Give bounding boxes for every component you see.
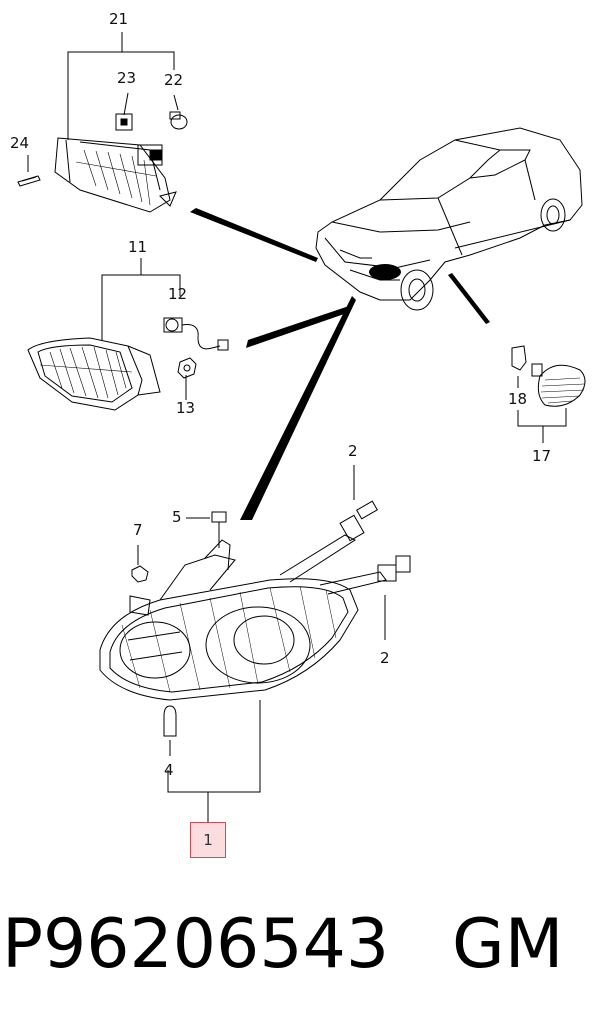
side-marker-drawing xyxy=(511,345,586,443)
parts-diagram xyxy=(17,32,586,822)
callout-24: 24 xyxy=(10,134,30,152)
callout-2-upper: 2 xyxy=(348,442,358,460)
footer: P96206543 GM xyxy=(0,905,600,1005)
callout-17: 17 xyxy=(532,447,552,465)
callout-1-highlighted: 1 xyxy=(190,822,226,858)
car-headlamp-highlight xyxy=(369,264,401,280)
callout-2-lower: 2 xyxy=(380,649,390,667)
car-drawing xyxy=(315,127,583,311)
fog-lamp-drawing xyxy=(17,32,188,213)
callout-4: 4 xyxy=(164,761,174,779)
callout-21: 21 xyxy=(109,10,129,28)
headlamp-drawing xyxy=(99,465,411,822)
callout-22: 22 xyxy=(164,71,184,89)
callout-23: 23 xyxy=(117,69,137,87)
callout-18: 18 xyxy=(508,390,528,408)
part-number: P96206543 xyxy=(2,905,390,984)
callout-13: 13 xyxy=(176,399,196,417)
pointer-arrows xyxy=(190,208,490,520)
turn-lamp-drawing xyxy=(27,258,229,411)
exploded-view-drawing xyxy=(17,32,586,822)
callout-5: 5 xyxy=(172,508,182,526)
brand-label: GM xyxy=(452,905,564,984)
callout-7: 7 xyxy=(133,521,143,539)
callout-12: 12 xyxy=(168,285,188,303)
callout-11: 11 xyxy=(128,238,148,256)
